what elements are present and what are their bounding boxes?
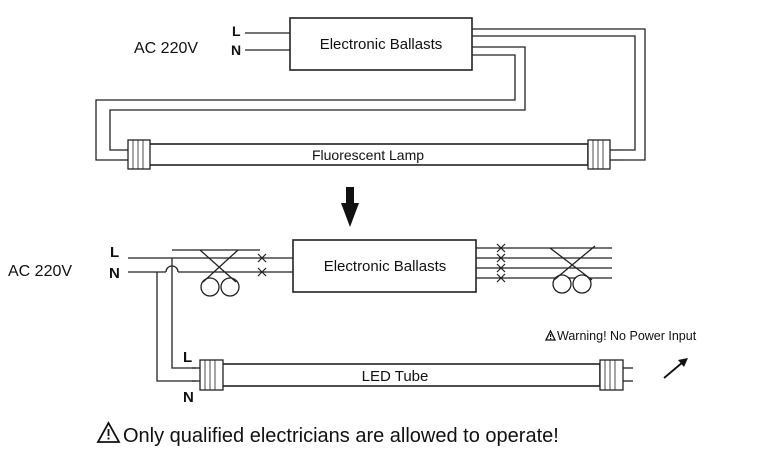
bottom-output-wires bbox=[476, 247, 612, 279]
top-neutral-label: N bbox=[231, 42, 241, 58]
warning-no-power-text: Warning! No Power Input bbox=[557, 329, 697, 343]
lamp-left-cap bbox=[118, 139, 151, 170]
footer-notice: Only qualified electricians are allowed … bbox=[96, 421, 559, 447]
warning-triangle-icon bbox=[544, 329, 557, 341]
footer-notice-text: Only qualified electricians are allowed … bbox=[123, 425, 559, 447]
pointer-arrow-icon bbox=[663, 358, 688, 379]
top-ballast-box bbox=[289, 17, 473, 71]
fluorescent-lamp-label: Fluorescent Lamp bbox=[312, 147, 424, 163]
led-tube-left-cap bbox=[192, 359, 224, 391]
bottom-line-label: L bbox=[110, 244, 119, 261]
tube-neutral-label: N bbox=[183, 389, 194, 406]
tube-neutral-feed bbox=[156, 272, 196, 382]
bottom-ballast-box bbox=[292, 239, 477, 293]
top-ballast-label: Electronic Ballasts bbox=[320, 36, 443, 53]
top-source-label: AC 220V bbox=[134, 40, 198, 57]
starter-icon bbox=[199, 249, 240, 297]
top-output-wire-4 bbox=[95, 54, 516, 161]
top-circuit: AC 220V L N Electronic Ballasts bbox=[95, 17, 646, 170]
tube-line-label: L bbox=[183, 349, 192, 366]
tube-line-feed bbox=[171, 258, 196, 369]
top-output-wire-1 bbox=[472, 28, 646, 161]
cut-mark-icon bbox=[496, 243, 506, 283]
top-line-label: L bbox=[232, 23, 241, 39]
cut-mark-icon bbox=[257, 253, 267, 277]
bottom-neutral-label: N bbox=[109, 265, 120, 282]
top-output-wire-3 bbox=[109, 46, 526, 151]
starter-icon bbox=[549, 245, 596, 294]
led-tube-label: LED Tube bbox=[362, 368, 429, 385]
led-tube-right-cap bbox=[599, 359, 633, 391]
down-arrow-icon bbox=[341, 187, 359, 227]
lamp-right-cap bbox=[587, 139, 622, 170]
bottom-circuit: AC 220V L N Electronic Ballasts bbox=[8, 239, 697, 406]
top-output-wire-2 bbox=[472, 35, 636, 151]
bottom-ballast-label: Electronic Ballasts bbox=[324, 258, 447, 275]
bottom-source-label: AC 220V bbox=[8, 263, 72, 280]
warning-triangle-icon bbox=[96, 421, 121, 443]
